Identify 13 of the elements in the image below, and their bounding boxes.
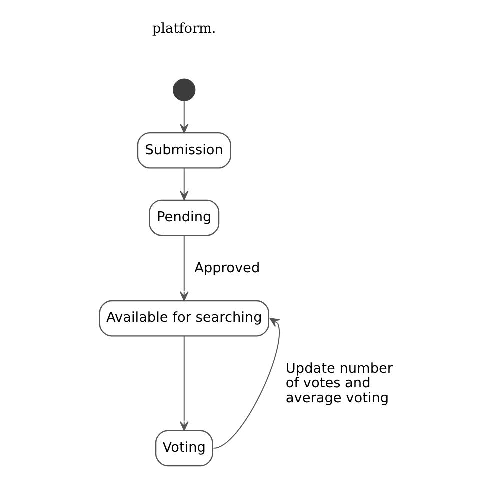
node-box: Available for searching — [99, 300, 270, 337]
arrow — [180, 168, 189, 200]
arrow — [180, 100, 189, 134]
arrow — [180, 235, 189, 302]
arrow — [213, 318, 280, 449]
node-box: Voting — [155, 430, 214, 467]
node-circle — [173, 78, 196, 102]
edge-label: Update number of votes and average voting — [286, 360, 394, 406]
node-box: Submission — [137, 132, 232, 169]
label: platform. — [152, 21, 216, 38]
arrow — [180, 336, 189, 432]
node-box: Pending — [149, 200, 220, 236]
edge-label: Approved — [194, 260, 260, 276]
